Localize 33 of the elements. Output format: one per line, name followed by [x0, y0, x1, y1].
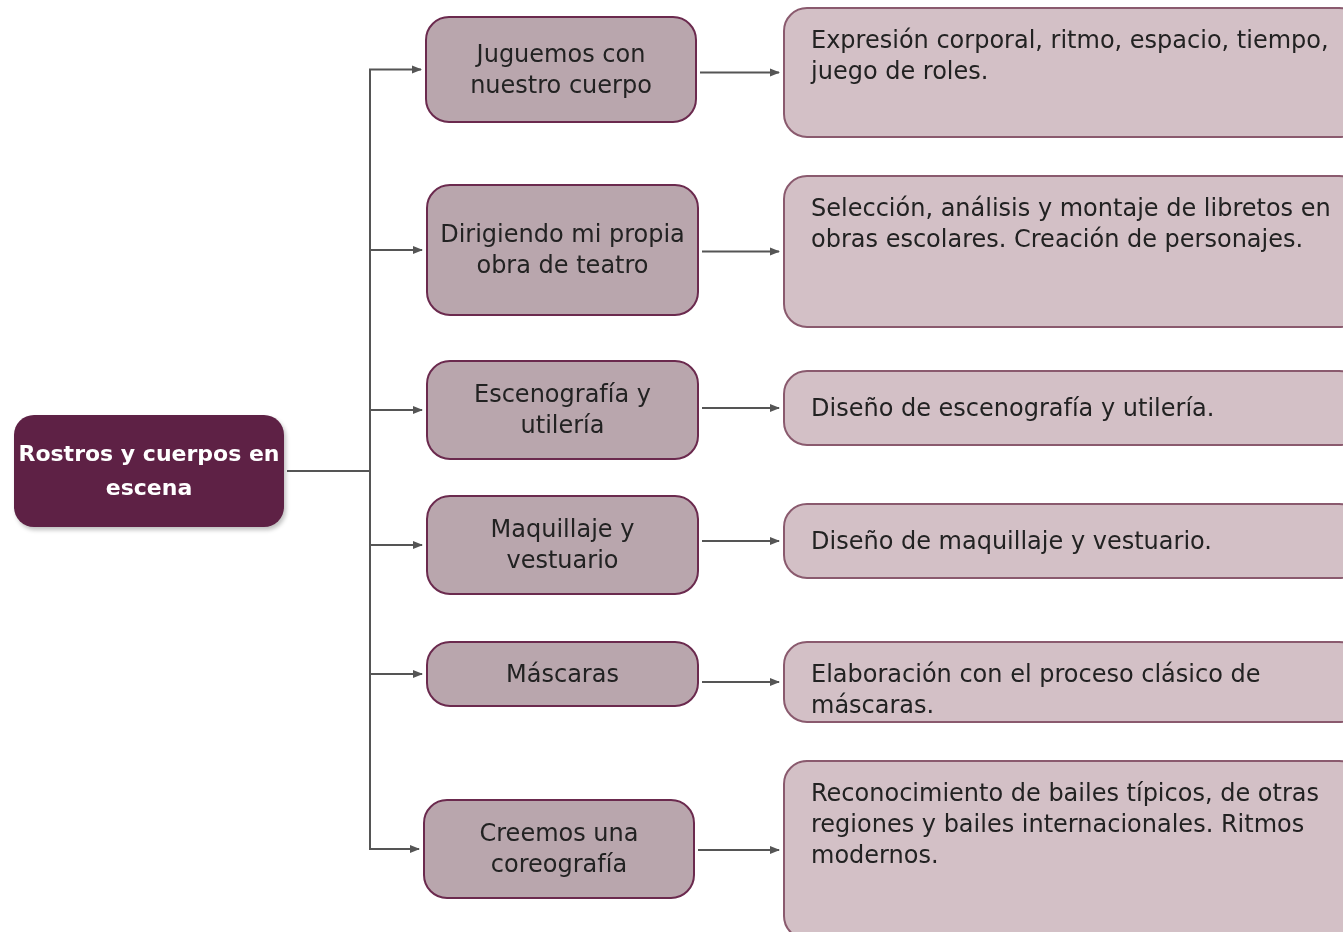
box-text: Maquillaje y vestuario — [489, 514, 636, 576]
unit-box — [426, 641, 699, 707]
box-text: Juguemos con nuestro cuerpo — [469, 38, 653, 101]
arrow — [697, 846, 780, 854]
description-box — [783, 175, 1343, 328]
box-text: Rostros y cuerpos en escena — [17, 440, 281, 502]
box-text: Máscaras — [506, 658, 619, 690]
arrow — [701, 404, 780, 412]
arrow — [701, 678, 780, 686]
arrow — [699, 68, 780, 77]
unit-box — [426, 184, 699, 316]
box-text: Diseño de maquillaje y vestuario. — [811, 525, 1212, 557]
box-text: Diseño de escenografía y utilería. — [811, 392, 1215, 424]
topic-box — [14, 415, 284, 527]
unit-box — [426, 360, 699, 460]
unit-box — [426, 495, 699, 595]
description-box — [783, 503, 1343, 579]
arrow — [701, 537, 780, 545]
box-text: Dirigiendo mi propia obra de teatro — [439, 219, 686, 281]
box-text: Reconocimiento de bailes típicos, de otras regiones y bailes internacionales. Ritmos modernos. — [811, 778, 1320, 871]
box-text: Creemos una coreografía — [478, 818, 640, 880]
box-text: Selección, análisis y montaje de libretos en obras escolares. Creación de personajes. — [811, 193, 1332, 255]
description-box — [783, 7, 1343, 138]
description-box — [783, 641, 1343, 723]
box-text: Expresión corporal, ritmo, espacio, tiempo, juego de roles. — [811, 25, 1330, 87]
unit-box — [425, 16, 697, 123]
box-text: Escenografía y utilería — [473, 379, 652, 441]
arrow — [701, 247, 780, 256]
box-text: Elaboración con el proceso clásico de máscaras. — [811, 659, 1262, 721]
description-box — [783, 370, 1343, 446]
description-box — [783, 760, 1343, 932]
arrow — [286, 470, 420, 853]
unit-box — [423, 799, 695, 899]
